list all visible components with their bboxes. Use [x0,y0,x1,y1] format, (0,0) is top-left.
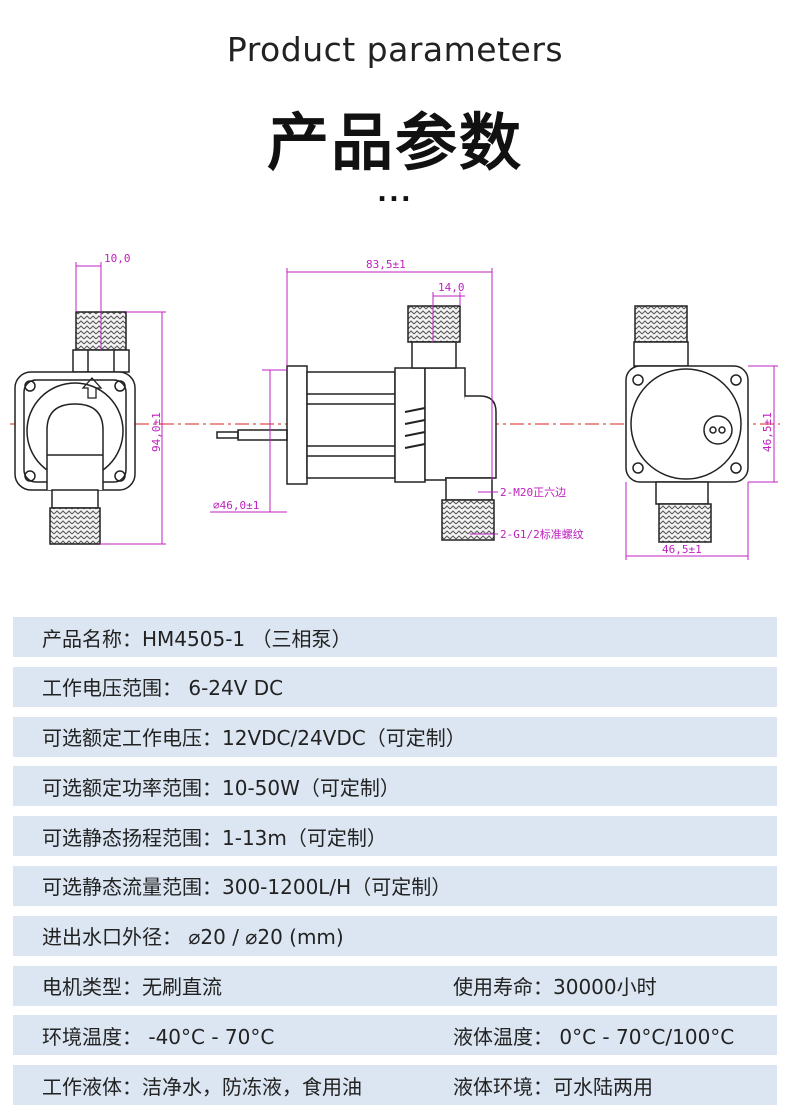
param-row: 可选静态流量范围：300-1200L/H（可定制） [13,865,777,906]
right-view [625,305,749,543]
param-row: 可选额定工作电压：12VDC/24VDC（可定制） [13,716,777,757]
right-view-dims [625,365,778,560]
title-cn: 产品参数 [266,106,523,179]
note-hex: 2-M20正六边 [500,486,566,499]
dim-right-height: 46,5±1 [761,412,774,452]
dim-left-height: 94,0±1 [150,412,163,452]
dim-mid-dia: ⌀46,0±1 [213,499,259,512]
param-row-pair: 环境温度： -40°C - 70°C 液体温度： 0°C - 70°C/100°… [13,1015,777,1056]
param-row-pair: 工作液体：洁净水，防冻液，食用油 液体环境：可水陆两用 [13,1065,777,1106]
middle-view [216,305,497,541]
param-text: 可选静态流量范围：300-1200L/H（可定制） [42,875,452,900]
left-view-dims [75,262,166,545]
technical-drawing: 10,0 94,0±1 [10,252,780,560]
param-text-left: 电机类型：无刷直流 [42,975,222,1000]
title-en: Product parameters [226,30,564,69]
param-text-right: 液体环境：可水陆两用 [453,1074,653,1099]
dim-mid-port: 14,0 [438,281,465,294]
param-row: 工作电压范围： 6-24V DC [13,666,777,707]
dim-left-top: 10,0 [104,252,131,265]
param-text-left: 工作液体：洁净水，防冻液，食用油 [42,1074,362,1099]
param-text: 产品名称：HM4505-1 （三相泵） [42,626,352,651]
dim-mid-length: 83,5±1 [366,258,406,271]
param-text-left: 环境温度： -40°C - 70°C [42,1024,275,1049]
param-row: 可选额定功率范围：10-50W（可定制） [13,766,777,807]
param-row: 产品名称：HM4505-1 （三相泵） [13,617,777,657]
param-row-pair: 电机类型：无刷直流 使用寿命：30000小时 [13,965,777,1006]
dim-right-width: 46,5±1 [662,543,702,556]
middle-view-dims [210,268,498,535]
param-text: 可选静态扬程范围：1-13m（可定制） [42,825,387,850]
param-text-right: 液体温度： 0°C - 70°C/100°C [453,1024,735,1049]
param-row: 进出水口外径： ⌀20 / ⌀20 (mm) [13,915,777,956]
left-view [14,311,136,545]
param-text: 可选额定工作电压：12VDC/24VDC（可定制） [42,726,466,751]
params-table: 产品名称：HM4505-1 （三相泵） 工作电压范围： 6-24V DC 可选额… [13,617,777,1115]
param-text: 进出水口外径： ⌀20 / ⌀20 (mm) [42,925,344,950]
param-row: 可选静态扬程范围：1-13m（可定制） [13,816,777,857]
note-thread: 2-G1/2标准螺纹 [500,527,584,541]
param-text-right: 使用寿命：30000小时 [453,975,657,1000]
title-dots: ... [377,178,413,208]
param-text: 工作电压范围： 6-24V DC [42,676,284,701]
param-text: 可选额定功率范围：10-50W（可定制） [42,775,400,800]
